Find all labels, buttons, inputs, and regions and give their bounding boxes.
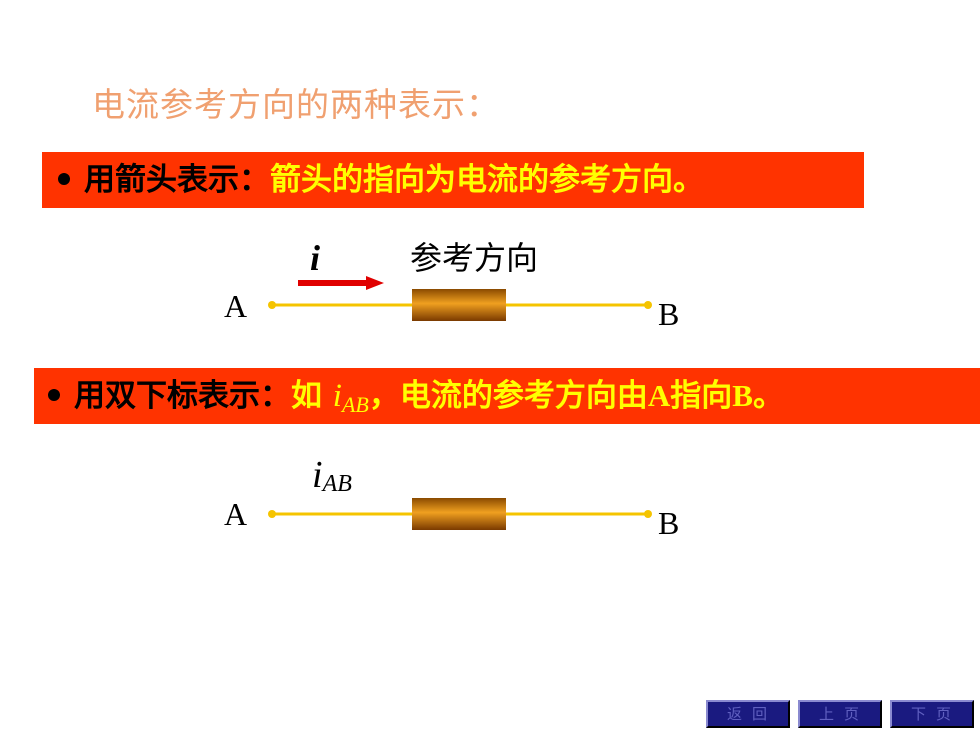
terminal-a-2 (268, 510, 276, 518)
method-arrow-band: 用箭头表示：箭头的指向为电流的参考方向。 (42, 152, 864, 208)
terminal-b-2 (644, 510, 652, 518)
method-subscript-prefix: 如 (291, 378, 333, 414)
method-subscript-lead: 用双下标表示： (74, 378, 291, 414)
method-arrow-lead: 用箭头表示： (84, 162, 270, 198)
node-b-label-1: B (658, 296, 680, 332)
current-symbol-1: i (310, 238, 321, 278)
node-a-label-1: A (224, 288, 248, 324)
bullet-icon (48, 388, 60, 401)
terminal-a-1 (268, 301, 276, 309)
back-button[interactable]: 返回 (706, 700, 790, 728)
prev-page-button[interactable]: 上页 (798, 700, 882, 728)
next-page-button[interactable]: 下页 (890, 700, 974, 728)
method-subscript-band: 用双下标表示：如 iAB，电流的参考方向由A指向B。 (34, 368, 980, 424)
slide-heading: 电流参考方向的两种表示： (92, 85, 500, 124)
node-a-label-2: A (224, 496, 248, 532)
current-symbol-2: iAB (312, 454, 352, 497)
method-subscript-variable: iAB (332, 378, 369, 417)
arrow-right-icon (366, 276, 384, 290)
resistor-1 (412, 289, 506, 321)
resistor-2 (412, 498, 506, 530)
node-b-label-2: B (658, 505, 680, 541)
terminal-b-1 (644, 301, 652, 309)
bullet-icon (58, 172, 70, 185)
method-arrow-description: 箭头的指向为电流的参考方向。 (270, 162, 704, 198)
reference-direction-label: 参考方向 (410, 239, 539, 277)
